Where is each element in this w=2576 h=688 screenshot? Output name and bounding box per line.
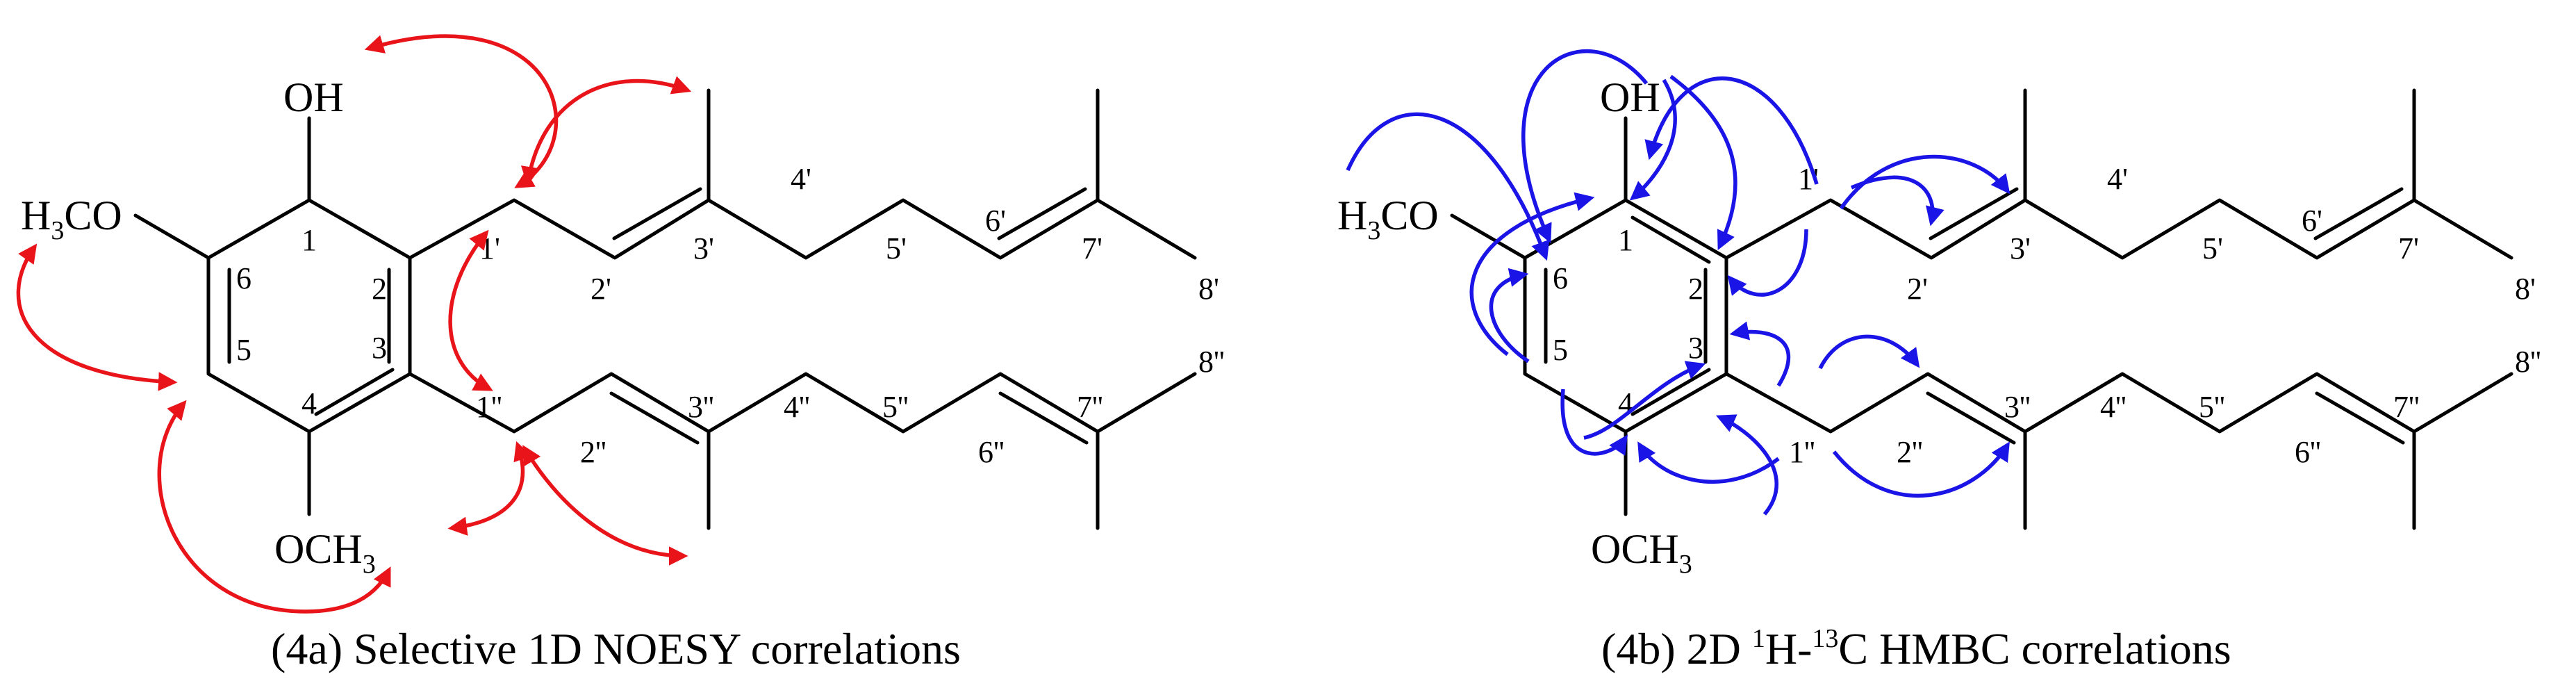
pos-1: 1 [1618,223,1633,257]
hmbc-arrow-h5-c4 [1560,388,1628,456]
pos-7pp: 7'' [2393,390,2420,424]
methoxy-och3-label: OCH3 [274,526,376,579]
pos-6p: 6' [2302,204,2322,238]
pos-5pp: 5'' [2199,390,2225,424]
pos-1: 1 [302,223,317,257]
hmbc-arrow-1p-c1 [1644,76,1819,185]
panel-b-hmbc: OH H3CO OCH3 1 2 3 4 5 6 1' 2' 3' 4' 5' … [1337,49,2541,673]
hmbc-arrow-1pp-c2pp [1818,334,1920,370]
hmbc-arrow-1pp-c4 [1637,441,1780,484]
hmbc-arrow-oh-c6 [1521,49,1649,244]
pos-7p: 7' [1082,231,1103,265]
pos-3: 3 [372,331,387,365]
hydroxyl-label: OH [1600,74,1660,120]
pos-7pp: 7'' [1077,390,1103,424]
pos-2p: 2' [591,272,611,306]
pos-2pp: 2'' [1897,435,1923,469]
noe-arrow-h5-och3 [157,400,391,614]
panel-a-caption: (4a) Selective 1D NOESY correlations [271,624,961,673]
panel-a-atom-labels: OH H3CO OCH3 [21,74,376,579]
panel-b-caption: (4b) 2D 1H-13C HMBC correlations [1601,624,2231,673]
hmbc-arrow-1pp-c3 [1729,321,1790,387]
pos-3p: 3' [693,231,714,265]
panel-b-position-numbers: 1 2 3 4 5 6 1' 2' 3' 4' 5' 6' 7' 8' 1'' … [1553,162,2541,469]
noe-arrow-och3-h5 [16,243,178,391]
methoxy-och3-label: OCH3 [1591,526,1692,579]
noe-arrow-1p-methyl [521,76,692,186]
hmbc-arrow-1p-c2 [1727,229,1808,297]
hmbc-arrow-oh-c1 [1629,79,1677,201]
pos-5p: 5' [2202,231,2223,265]
hmbc-arrow-h5-c1 [1469,192,1595,357]
pos-5pp: 5'' [882,390,909,424]
noe-arrow-1pp-och3 [447,441,532,536]
pos-8p: 8' [2515,272,2536,306]
hmbc-arrow-och3-c6 [1346,112,1550,261]
hmbc-arrow-oh-c2 [1669,74,1737,250]
pos-4p: 4' [791,162,811,196]
noe-arrow-1pp-methyl [522,445,688,566]
pos-2pp: 2'' [580,435,606,469]
pos-6pp: 6'' [2295,435,2321,469]
pos-2: 2 [372,272,387,306]
noe-arrow-oh-1p [364,34,559,188]
pos-2p: 2' [1907,272,1928,306]
panel-a-noe-arrows [16,34,692,614]
pos-6: 6 [1553,261,1568,295]
pos-4pp: 4'' [784,390,810,424]
pos-5: 5 [1553,333,1568,367]
panel-a-noesy: OH H3CO OCH3 1 2 3 4 5 6 1' 2' 3' 4' 5' … [16,34,1225,673]
pos-5: 5 [236,333,251,367]
panel-a-bonds [133,88,1197,530]
pos-3p: 3' [2010,231,2031,265]
pos-6pp: 6'' [978,435,1005,469]
pos-8p: 8' [1198,272,1219,306]
pos-6: 6 [236,261,251,295]
pos-8pp: 8'' [2515,345,2541,379]
pos-7p: 7' [2398,231,2419,265]
pos-3pp: 3'' [2004,390,2031,424]
pos-6p: 6' [985,204,1006,238]
hmbc-arrow-h5-c3 [1583,361,1706,440]
pos-1pp: 1'' [476,390,502,424]
panel-a-position-numbers: 1 2 3 4 5 6 1' 2' 3' 4' 5' 6' 7' 8' 1'' … [236,162,1225,469]
noe-arrow-1p-1pp [448,229,493,391]
hydroxyl-label: OH [283,74,344,120]
hmbc-arrow-h5-c6 [1489,268,1530,363]
hmbc-arrow-1p-c2p [1850,175,1945,227]
methoxy-h3co-label: H3CO [1337,193,1439,245]
pos-8pp: 8'' [1198,345,1225,379]
pos-4: 4 [302,386,317,420]
hmbc-arrow-och3-c4 [1715,414,1778,516]
panel-b-bonds [1450,88,2513,530]
panel-b-hmbc-arrows [1346,49,2011,516]
pos-5p: 5' [886,231,907,265]
pos-4p: 4' [2107,162,2128,196]
panel-b-atom-labels: OH H3CO OCH3 [1337,74,1692,579]
hmbc-arrow-1pp-c3pp [1832,441,2010,498]
pos-3pp: 3'' [688,390,714,424]
methoxy-h3co-label: H3CO [21,193,122,245]
pos-2: 2 [1688,272,1703,306]
pos-1pp: 1'' [1789,435,1815,469]
pos-4pp: 4'' [2100,390,2127,424]
pos-3: 3 [1688,331,1703,365]
